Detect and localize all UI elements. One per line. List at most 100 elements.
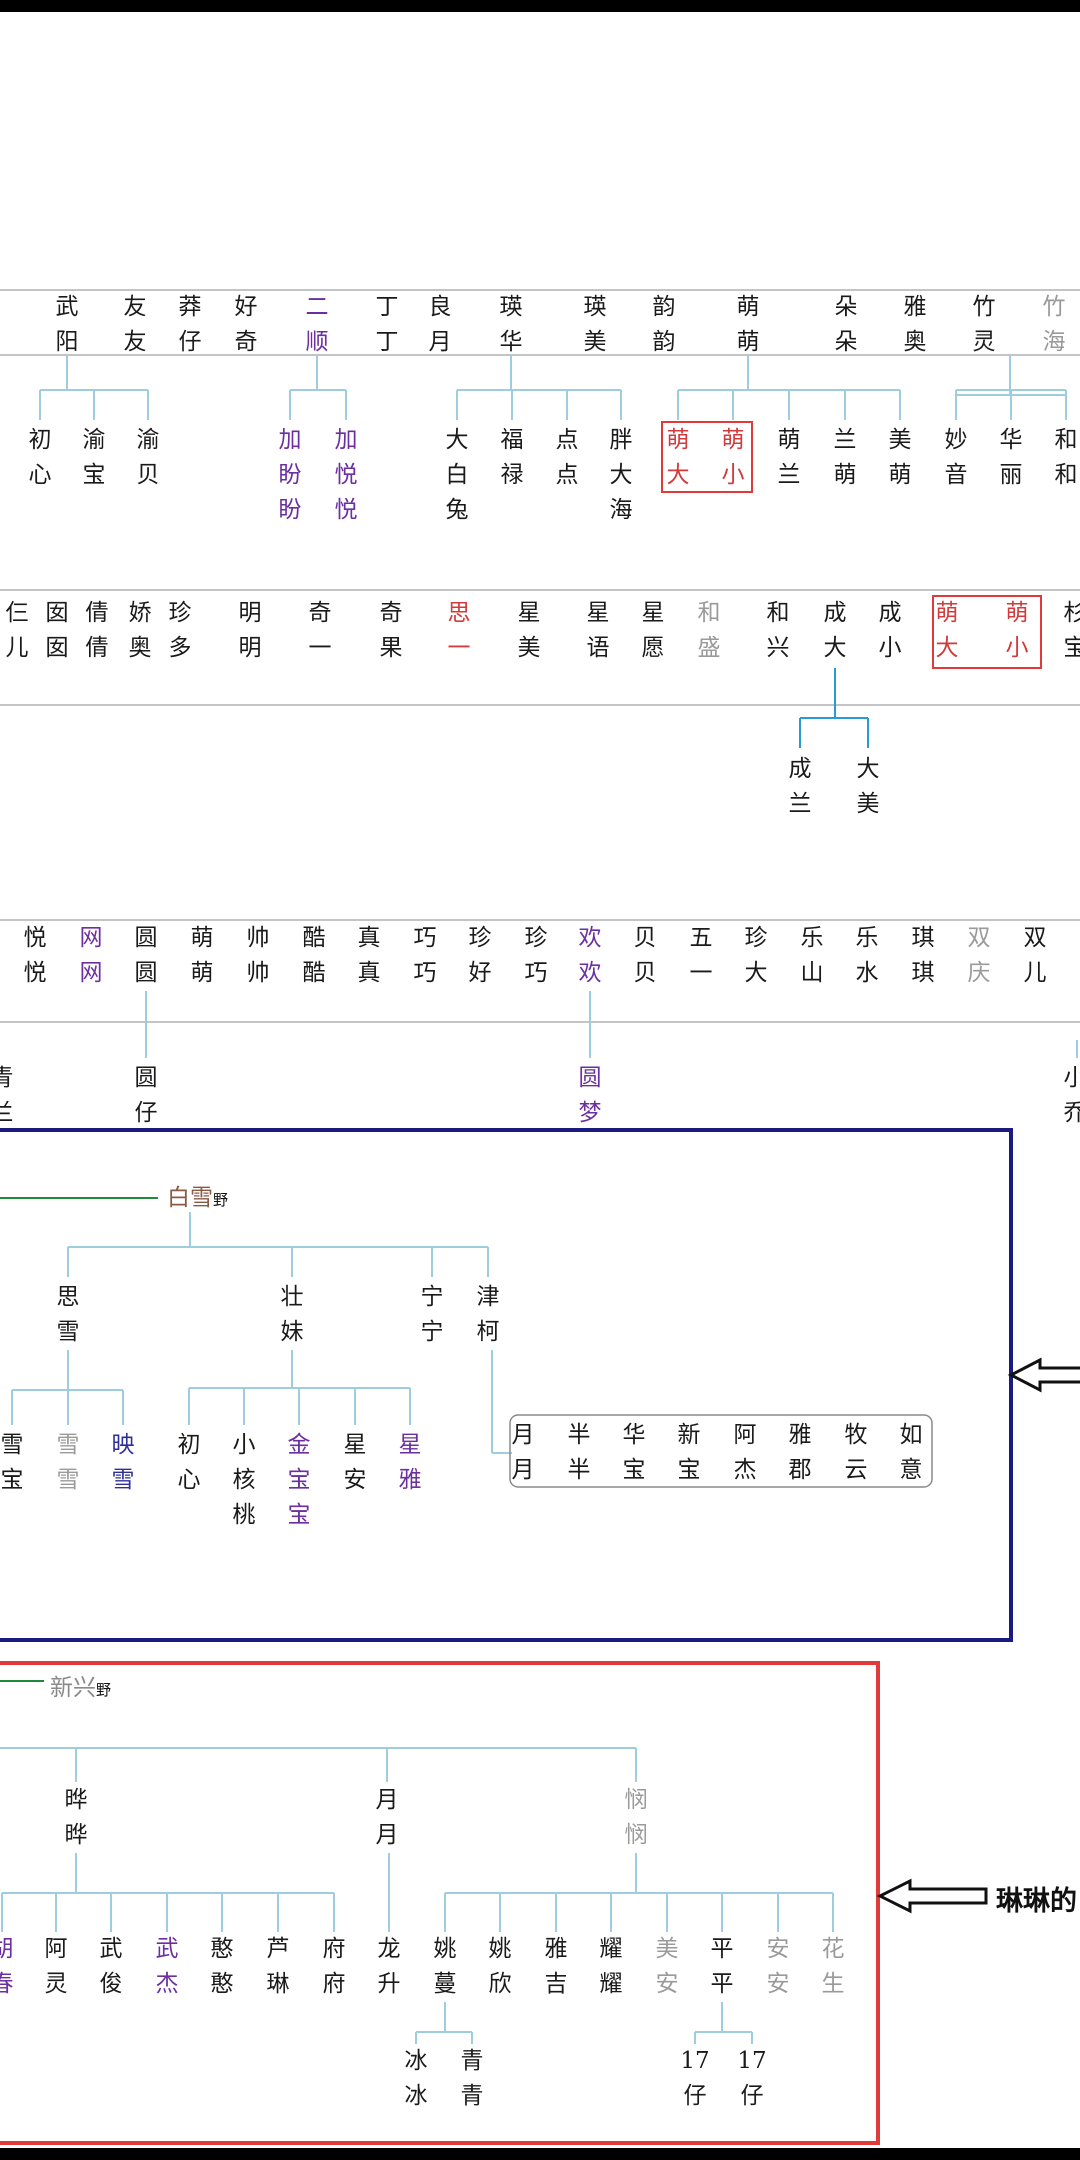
hengheng-child: 耀 耀: [599, 1936, 623, 1997]
hengheng-child: 雅 吉: [544, 1936, 568, 1997]
highlight-box: [932, 595, 1042, 669]
row2-member: 萌 小: [1005, 600, 1029, 661]
row1-child: 大 白 兔: [445, 427, 469, 523]
row3-member: 双 庆: [967, 925, 991, 986]
baixue-wild-tag: 野: [213, 1191, 229, 1209]
row3-member: 五 一: [689, 925, 713, 986]
row1-child: 美 萌: [888, 427, 912, 488]
pingping-child: 17 仔: [737, 2048, 767, 2109]
xinxing-family-box: [0, 1661, 880, 2145]
yeye-child: 武 俊: [99, 1936, 123, 1997]
yeye-child: 芦 琳: [266, 1936, 290, 1997]
row2-member: 成 大: [823, 600, 847, 661]
row3-member: 巧 巧: [413, 925, 437, 986]
baixue-label: 白雪野: [167, 1178, 228, 1212]
pingping-child: 17 仔: [680, 2048, 710, 2109]
row3-member: 圆 圆: [134, 925, 158, 986]
baixue-family-box: [0, 1128, 1013, 1642]
hengheng-child: 姚 蔓: [433, 1936, 457, 1997]
jinke-child: 华 宝: [622, 1422, 646, 1483]
hengheng-child: 美 安: [655, 1936, 679, 1997]
row1-child: 胖 大 海: [609, 427, 633, 523]
yeye-child: 胡 春: [0, 1936, 14, 1997]
row1-member: 瑛 华: [499, 294, 523, 355]
xinxing-child: 晔 晔: [64, 1787, 88, 1848]
highlight-box: [661, 421, 753, 493]
row3-member: 网 网: [79, 925, 103, 986]
zhuangmei-child: 星 安: [343, 1432, 367, 1493]
row3-member: 双 儿: [1023, 925, 1047, 986]
row3-member: 琪 琪: [911, 925, 935, 986]
xinxing-label: 新兴野: [50, 1668, 111, 1702]
row3-member: 真 真: [357, 925, 381, 986]
yaoman-child: 冰 冰: [404, 2048, 428, 2109]
yeye-child: 府 府: [322, 1936, 346, 1997]
chengda-child: 大 美: [856, 756, 880, 817]
zhuangmei-child: 初 心: [177, 1432, 201, 1493]
row2-member: 杉 宝: [1063, 600, 1080, 661]
hengheng-child: 花 生: [821, 1936, 845, 1997]
row1-member: 二 顺: [305, 294, 329, 355]
row1-child: 福 禄: [500, 427, 524, 488]
row3-child: 小 乔: [1063, 1065, 1080, 1126]
row2-member: 仨 儿: [5, 600, 29, 661]
row2-member: 星 语: [586, 600, 610, 661]
row3-member: 珍 好: [468, 925, 492, 986]
row2-member: 和 兴: [766, 600, 790, 661]
row3-member: 悦 悦: [23, 925, 47, 986]
row1-member: 竹 灵: [972, 294, 996, 355]
hengheng-child: 安 安: [766, 1936, 790, 1997]
row1-child: 渝 贝: [136, 427, 160, 488]
xinxing-name: 新兴: [50, 1675, 96, 1701]
row1-child: 萌 大: [666, 427, 690, 488]
yueyue-child: 龙 升: [377, 1936, 401, 1997]
hengheng-child: 平 平: [710, 1936, 734, 1997]
hengheng-child: 姚 欣: [488, 1936, 512, 1997]
arrow-annotation-label: 琳琳的: [996, 1886, 1077, 1917]
row1-child: 初 心: [28, 427, 52, 488]
row2-member: 明 明: [238, 600, 262, 661]
row3-child: 圆 仔: [134, 1065, 158, 1126]
baixue-name: 白雪: [167, 1185, 213, 1211]
row1-member: 友 友: [123, 294, 147, 355]
row1-child: 加 盼 盼: [278, 427, 302, 523]
baixue-child: 壮 妹: [280, 1284, 304, 1345]
row1-member: 韵 韵: [652, 294, 676, 355]
pointer-arrow-icon: [1007, 1357, 1080, 1393]
row2-member: 萌 大: [935, 600, 959, 661]
jinke-child: 如 意: [899, 1422, 923, 1483]
row1-member: 瑛 美: [583, 294, 607, 355]
bottom-black-bar: [0, 2148, 1080, 2160]
baixue-child: 思 雪: [56, 1284, 80, 1345]
row1-child: 和 和: [1054, 427, 1078, 488]
row1-child: 华 丽: [999, 427, 1023, 488]
baixue-child: 宁 宁: [420, 1284, 444, 1345]
jinke-child: 月 月: [511, 1422, 535, 1483]
row1-member: 良 月: [428, 294, 452, 355]
sixue-child: 映 雪: [111, 1432, 135, 1493]
row3-member: 帅 帅: [246, 925, 270, 986]
chengda-child: 成 兰: [788, 756, 812, 817]
row1-child: 点 点: [555, 427, 579, 488]
row1-member: 丁 丁: [375, 294, 399, 355]
zhuangmei-child: 小 核 桃: [232, 1432, 256, 1528]
row1-child: 渝 宝: [82, 427, 106, 488]
row3-child: 圆 梦: [578, 1065, 602, 1126]
row3-child: 青 兰: [0, 1065, 14, 1126]
row2-member: 星 愿: [641, 600, 665, 661]
xinxing-child: 月 月: [375, 1787, 399, 1848]
row3-member: 酷 酷: [302, 925, 326, 986]
jinke-children-box: [509, 1414, 933, 1488]
xinxing-wild-tag: 野: [96, 1681, 112, 1699]
row1-member: 武 阳: [55, 294, 79, 355]
jinke-child: 半 半: [567, 1422, 591, 1483]
row2-member: 娇 奥: [128, 600, 152, 661]
row3-member: 贝 贝: [633, 925, 657, 986]
row2-member: 倩 倩: [85, 600, 109, 661]
xinxing-child: 悯 悯: [624, 1787, 648, 1848]
yeye-child: 武 杰: [155, 1936, 179, 1997]
row3-member: 珍 巧: [524, 925, 548, 986]
row3-member: 珍 大: [744, 925, 768, 986]
row3-member: 萌 萌: [190, 925, 214, 986]
